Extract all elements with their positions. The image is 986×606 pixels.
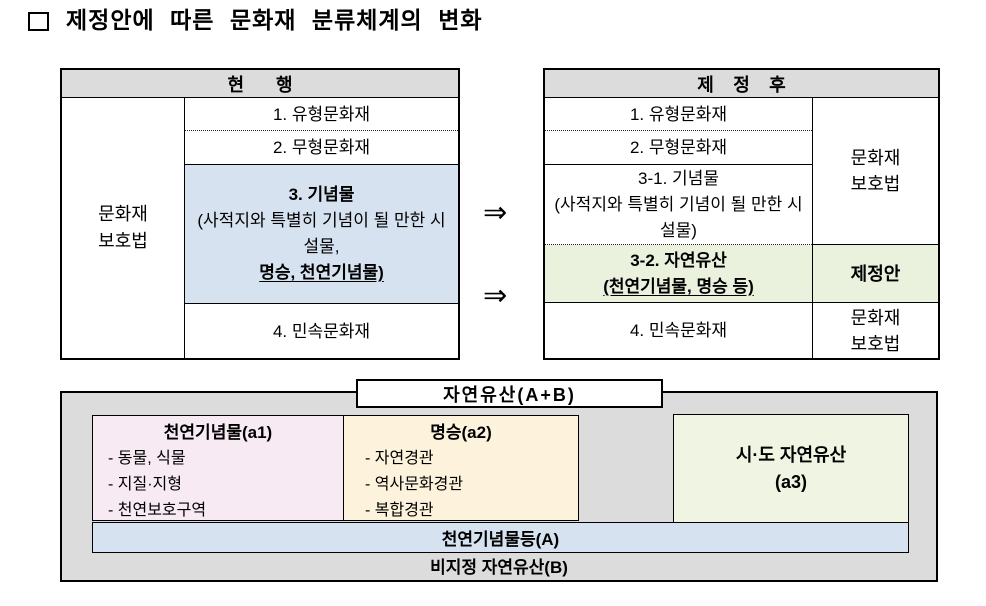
scenic-site-header: 명승(a2) — [430, 423, 492, 442]
current-classification-table: 현 행 문화재 보호법 1. 유형문화재 2. 무형문화재 3. 기념물 (사적… — [60, 68, 460, 360]
revised-row-intangible: 2. 무형문화재 — [545, 131, 812, 165]
current-law-line1: 문화재 — [98, 204, 148, 224]
undesignated-strip: 비지정 자연유산(B) — [62, 553, 936, 578]
right-arrow-icon: ⇒ — [483, 197, 508, 229]
natural-heritage-title: 자연유산(A+B) — [443, 384, 576, 405]
list-item: - 자연경관 — [365, 450, 434, 467]
current-row-folk: 4. 민속문화재 — [272, 321, 371, 341]
current-law-line2: 보호법 — [98, 231, 148, 251]
provincial-heritage-line1: 시·도 자연유산 — [735, 445, 847, 465]
enactment-cell: 제정안 — [813, 245, 938, 303]
current-law-cell: 문화재 보호법 — [62, 98, 185, 358]
revised-law-bottom-line2: 보호법 — [850, 333, 901, 354]
list-item: - 천연보호구역 — [108, 502, 207, 519]
square-bullet-icon — [28, 12, 49, 31]
revised-natural-highlight: (천연기념물, 명승 등) — [603, 276, 754, 296]
revised-table-header: 제 정 후 — [545, 70, 938, 98]
revised-law-top-cell: 문화재 보호법 — [813, 98, 938, 245]
scenic-site-box: 명승(a2) - 자연경관 - 역사문화경관 - 복합경관 — [343, 415, 579, 521]
list-item: - 동물, 식물 — [108, 450, 186, 467]
current-row-tangible: 1. 유형문화재 — [185, 98, 458, 131]
revised-row-natural-heritage: 3-2. 자연유산 (천연기념물, 명승 등) — [545, 245, 812, 303]
page-title: 제정안에 따른 문화재 분류체계의 변화 — [66, 8, 483, 33]
natural-heritage-panel: 천연기념물(a1) - 동물, 식물 - 지질·지형 - 천연보호구역 명승(a… — [60, 391, 938, 582]
current-row-monument: 3. 기념물 (사적지와 특별히 기념이 될 만한 시설물, 명승, 천연기념물… — [185, 165, 458, 304]
revised-law-bottom-line1: 문화재 — [850, 307, 901, 328]
current-table-header: 현 행 — [62, 70, 458, 98]
provincial-heritage-box: 시·도 자연유산 (a3) — [673, 414, 909, 524]
current-monument-title: 3. 기념물 — [288, 185, 355, 204]
revised-row-monument: 3-1. 기념물 (사적지와 특별히 기념이 될 만한 시설물) — [545, 165, 812, 245]
natural-monument-header: 천연기념물(a1) — [163, 423, 273, 442]
natural-heritage-title-box: 자연유산(A+B) — [356, 379, 663, 408]
natural-monument-box: 천연기념물(a1) - 동물, 식물 - 지질·지형 - 천연보호구역 — [92, 415, 344, 521]
designated-strip-label: 천연기념물등(A) — [441, 530, 560, 549]
revised-natural-title: 3-2. 자연유산 — [630, 250, 727, 270]
document-title: 제정안에 따른 문화재 분류체계의 변화 — [28, 7, 483, 35]
designated-strip: 천연기념물등(A) — [92, 522, 909, 553]
revised-row-folk: 4. 민속문화재 — [629, 321, 728, 340]
list-item: - 복합경관 — [365, 502, 434, 519]
revised-classification-table: 제 정 후 1. 유형문화재 2. 무형문화재 3-1. 기념물 (사적지와 특… — [543, 68, 940, 360]
provincial-heritage-line2: (a3) — [774, 472, 807, 492]
current-row-intangible: 2. 무형문화재 — [185, 131, 458, 165]
revised-monument-title: 3-1. 기념물 — [638, 168, 719, 188]
revised-law-top-line1: 문화재 — [850, 148, 901, 168]
list-item: - 지질·지형 — [108, 476, 182, 493]
revised-law-bottom-cell: 문화재 보호법 — [813, 303, 938, 358]
current-monument-desc: (사적지와 특별히 기념이 될 만한 시설물, — [197, 211, 446, 256]
revised-row-tangible: 1. 유형문화재 — [545, 98, 812, 131]
list-item: - 역사문화경관 — [365, 476, 464, 493]
right-arrow-icon: ⇒ — [483, 280, 508, 312]
revised-monument-desc: (사적지와 특별히 기념이 될 만한 시설물) — [554, 194, 803, 240]
revised-law-top-line2: 보호법 — [850, 174, 901, 194]
current-monument-highlight: 명승, 천연기념물) — [259, 263, 384, 282]
undesignated-strip-label: 비지정 자연유산(B) — [430, 558, 568, 577]
